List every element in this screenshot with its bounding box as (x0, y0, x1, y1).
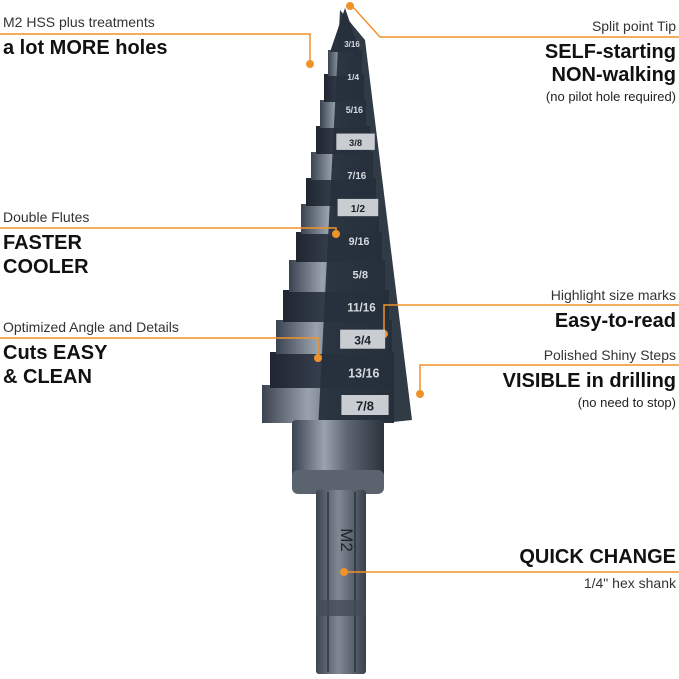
size-mark: 3/16 (344, 40, 360, 49)
flutes-caption: Double Flutes (3, 209, 90, 225)
size-mark-highlight (336, 133, 375, 150)
polished-caption: Polished Shiny Steps (543, 347, 676, 363)
angle-caption: Optimized Angle and Details (3, 319, 179, 335)
angle-line-1: Cuts EASY (3, 342, 108, 364)
size-mark: 11/16 (347, 301, 376, 314)
polished-headline: VISIBLE in drilling (502, 370, 676, 392)
highlight-caption: Highlight size marks (550, 287, 676, 303)
split-point-line-2: NON-walking (551, 64, 676, 86)
size-mark-highlight (337, 198, 379, 217)
highlight-headline: Easy-to-read (554, 310, 676, 332)
size-mark: 3/4 (354, 333, 371, 347)
split-point-caption: Split point Tip (591, 18, 676, 34)
size-mark: 5/16 (346, 105, 363, 115)
split-point-line-1: SELF-starting (544, 41, 676, 63)
size-mark: 3/8 (349, 137, 362, 148)
size-mark-highlight (340, 329, 386, 349)
shank-headline: QUICK CHANGE (519, 546, 676, 568)
stepped-body (262, 8, 412, 674)
size-mark-highlight (341, 395, 389, 415)
flutes-line-1: FASTER (3, 232, 82, 254)
shank-caption: 1/4" hex shank (583, 575, 676, 591)
m2-headline: a lot MORE holes (3, 37, 168, 59)
shank-mark: M2 (337, 528, 356, 552)
size-mark: 7/8 (356, 399, 374, 414)
split-point-note: (no pilot hole required) (545, 89, 676, 104)
angle-line-2: & CLEAN (3, 366, 92, 388)
size-mark: 1/2 (351, 204, 366, 215)
size-mark: 13/16 (348, 366, 379, 380)
size-mark: 9/16 (349, 236, 370, 248)
polished-note: (no need to stop) (577, 395, 676, 410)
size-marks: 3/16 1/4 5/16 3/8 7/16 1/2 9/16 5/8 11/16 3/4 13/1… (336, 40, 389, 415)
m2-caption: M2 HSS plus treatments (3, 14, 155, 30)
callout-lines (0, 5, 679, 573)
flutes-line-2: COOLER (3, 256, 89, 278)
size-mark: 7/16 (347, 171, 367, 182)
size-mark: 1/4 (347, 72, 359, 82)
size-mark: 5/8 (352, 269, 368, 281)
